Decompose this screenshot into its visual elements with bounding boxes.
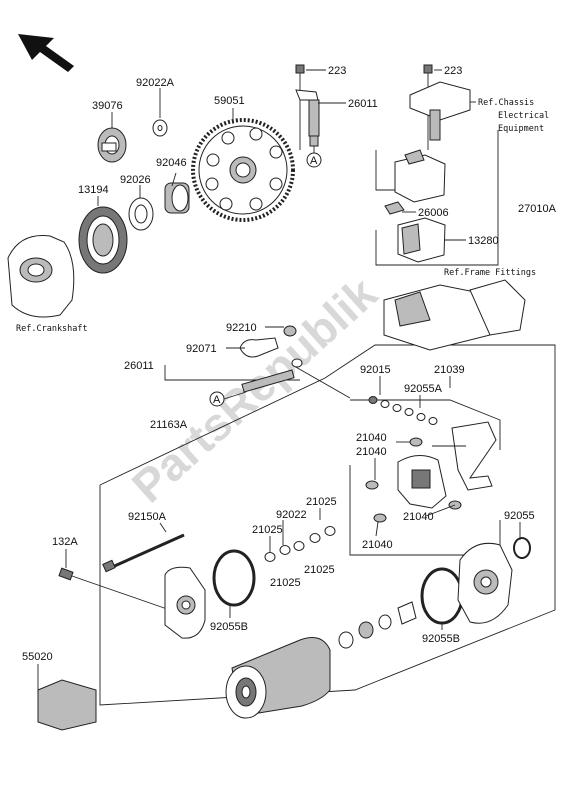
o-ring-left <box>212 549 256 607</box>
relay-cover <box>397 217 446 263</box>
label-13280: 13280 <box>468 235 499 247</box>
washer-92026 <box>128 197 154 231</box>
label-92210: 92210 <box>226 322 257 334</box>
o-ring-92055 <box>513 537 531 559</box>
label-92026: 92026 <box>120 174 151 186</box>
starter-rear-cover <box>457 542 513 624</box>
o-ring-right <box>420 567 464 625</box>
starter-armature <box>225 637 331 719</box>
label-92055B-left: 92055B <box>210 621 248 633</box>
label-26011-top: 26011 <box>348 98 378 110</box>
idler-gear <box>97 127 127 163</box>
label-21025-c: 21025 <box>270 577 301 589</box>
label-39076: 39076 <box>92 100 123 112</box>
label-132A: 132A <box>52 536 78 548</box>
label-92055: 92055 <box>504 510 535 522</box>
small-washers-top <box>368 396 438 425</box>
ref-crankshaft: Ref.Crankshaft <box>16 324 88 334</box>
washer-92022A <box>152 119 168 137</box>
ref-chassis-line2: Electrical <box>498 111 549 121</box>
svg-text:A: A <box>310 155 318 167</box>
label-21163A: 21163A <box>150 419 188 431</box>
bolts-and-lead-top <box>295 64 433 150</box>
label-223-right: 223 <box>444 65 462 77</box>
label-26006: 26006 <box>418 207 449 219</box>
starter-front-cover <box>164 566 206 639</box>
ref-chassis-line3: Equipment <box>498 124 544 134</box>
assembly-outline <box>99 130 556 706</box>
ref-frame-fittings: Ref.Frame Fittings <box>444 268 536 278</box>
armature-washers <box>338 601 417 649</box>
label-92022A: 92022A <box>136 77 175 89</box>
svg-text:A: A <box>213 394 221 406</box>
thrust-washers <box>264 526 336 562</box>
callout-a-top: A <box>306 146 322 168</box>
label-92055A: 92055A <box>404 383 443 395</box>
label-26011-mid: 26011 <box>124 360 154 372</box>
ref-chassis-line1: Ref.Chassis <box>478 98 534 108</box>
label-13194: 13194 <box>78 184 109 196</box>
label-21039: 21039 <box>434 364 465 376</box>
label-21025-a: 21025 <box>306 496 337 508</box>
one-way-clutch <box>78 206 128 274</box>
through-bolts <box>58 533 185 611</box>
terminal-bracket <box>409 81 471 141</box>
label-92015: 92015 <box>360 364 391 376</box>
label-92150A: 92150A <box>128 511 167 523</box>
label-21040-c: 21040 <box>403 511 434 523</box>
label-92022: 92022 <box>276 509 307 521</box>
leader-lines <box>37 69 521 690</box>
brush-plate <box>451 421 497 491</box>
label-21025-b: 21025 <box>252 524 283 536</box>
front-arrow-icon <box>18 34 74 72</box>
label-21040-a: 21040 <box>356 432 387 444</box>
label-21025-d: 21025 <box>304 564 335 576</box>
label-21040-d: 21040 <box>362 539 393 551</box>
label-223-left: 223 <box>328 65 346 77</box>
relay-fuse <box>384 201 405 215</box>
label-92071: 92071 <box>186 343 217 355</box>
cable-assembly <box>239 325 351 399</box>
label-27010A: 27010A <box>518 203 557 215</box>
label-21040-b: 21040 <box>356 446 387 458</box>
label-59051: 59051 <box>214 95 245 107</box>
cover-55020 <box>37 679 97 731</box>
starter-gear <box>191 118 295 222</box>
label-92046: 92046 <box>156 157 187 169</box>
label-92055B-right: 92055B <box>422 633 460 645</box>
starter-relay <box>394 149 446 203</box>
label-55020: 55020 <box>22 651 53 663</box>
crankshaft-flywheel <box>7 234 75 318</box>
frame-bracket <box>383 279 526 351</box>
brush-holder <box>397 455 447 509</box>
callout-a-mid: A <box>209 391 247 407</box>
needle-bearing <box>164 182 190 214</box>
